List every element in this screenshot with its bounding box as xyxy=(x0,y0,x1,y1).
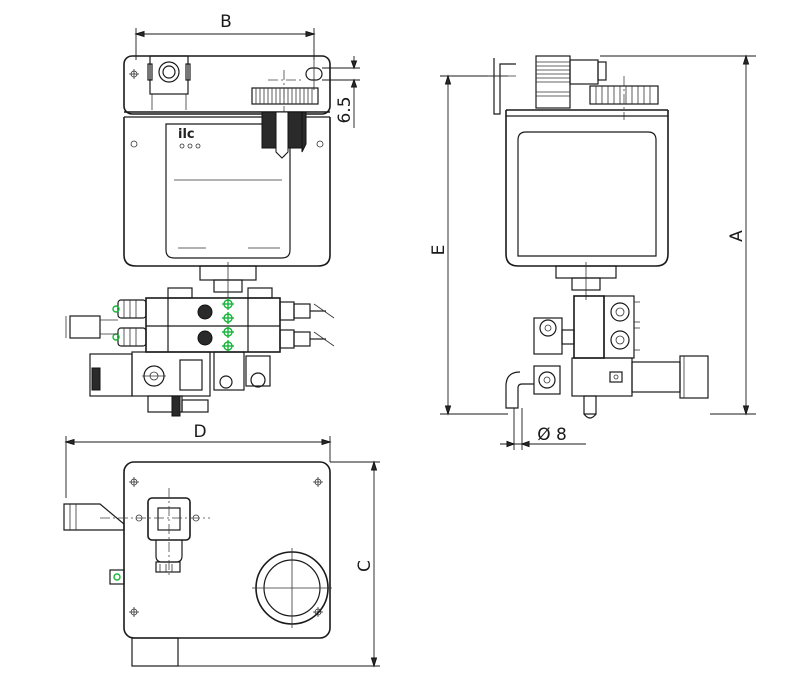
label-c: C xyxy=(355,560,375,572)
label-b: B xyxy=(220,12,232,32)
dimension-b: B xyxy=(134,12,316,60)
bottom-bracket xyxy=(131,637,179,667)
label-a: A xyxy=(727,230,747,242)
level-indicator xyxy=(261,111,307,159)
base-plate xyxy=(123,461,331,639)
label-e: E xyxy=(429,245,449,256)
dimension-d: D xyxy=(64,422,332,498)
label-diameter: Ø 8 xyxy=(537,425,567,445)
valve-manifold xyxy=(112,287,335,353)
dimension-e: E xyxy=(429,74,508,416)
side-knob xyxy=(589,76,659,120)
top-view: D C xyxy=(63,422,380,668)
green-marker-icon xyxy=(222,298,234,352)
tank-window xyxy=(165,123,291,259)
dimension-6-5: 6.5 xyxy=(322,56,360,128)
label-d: D xyxy=(193,422,206,442)
brand-logo: ilc xyxy=(178,127,195,142)
tank-cap xyxy=(123,55,331,115)
side-tank-body xyxy=(505,110,669,267)
side-valve-stack xyxy=(533,295,640,359)
dimension-c: C xyxy=(178,460,380,668)
front-view: B 6.5 xyxy=(65,12,360,417)
top-solenoid xyxy=(63,503,125,585)
top-filler xyxy=(252,548,332,628)
filler-port xyxy=(147,55,191,110)
mounting-bracket xyxy=(493,58,516,115)
filler-head xyxy=(535,55,607,109)
dimension-diameter: Ø 8 xyxy=(500,408,586,450)
side-pump xyxy=(505,355,709,419)
side-view: A E xyxy=(429,54,756,450)
label-6-5: 6.5 xyxy=(335,96,355,123)
dimension-a: A xyxy=(600,54,756,416)
top-connector xyxy=(100,488,210,578)
pump-section xyxy=(131,351,271,417)
